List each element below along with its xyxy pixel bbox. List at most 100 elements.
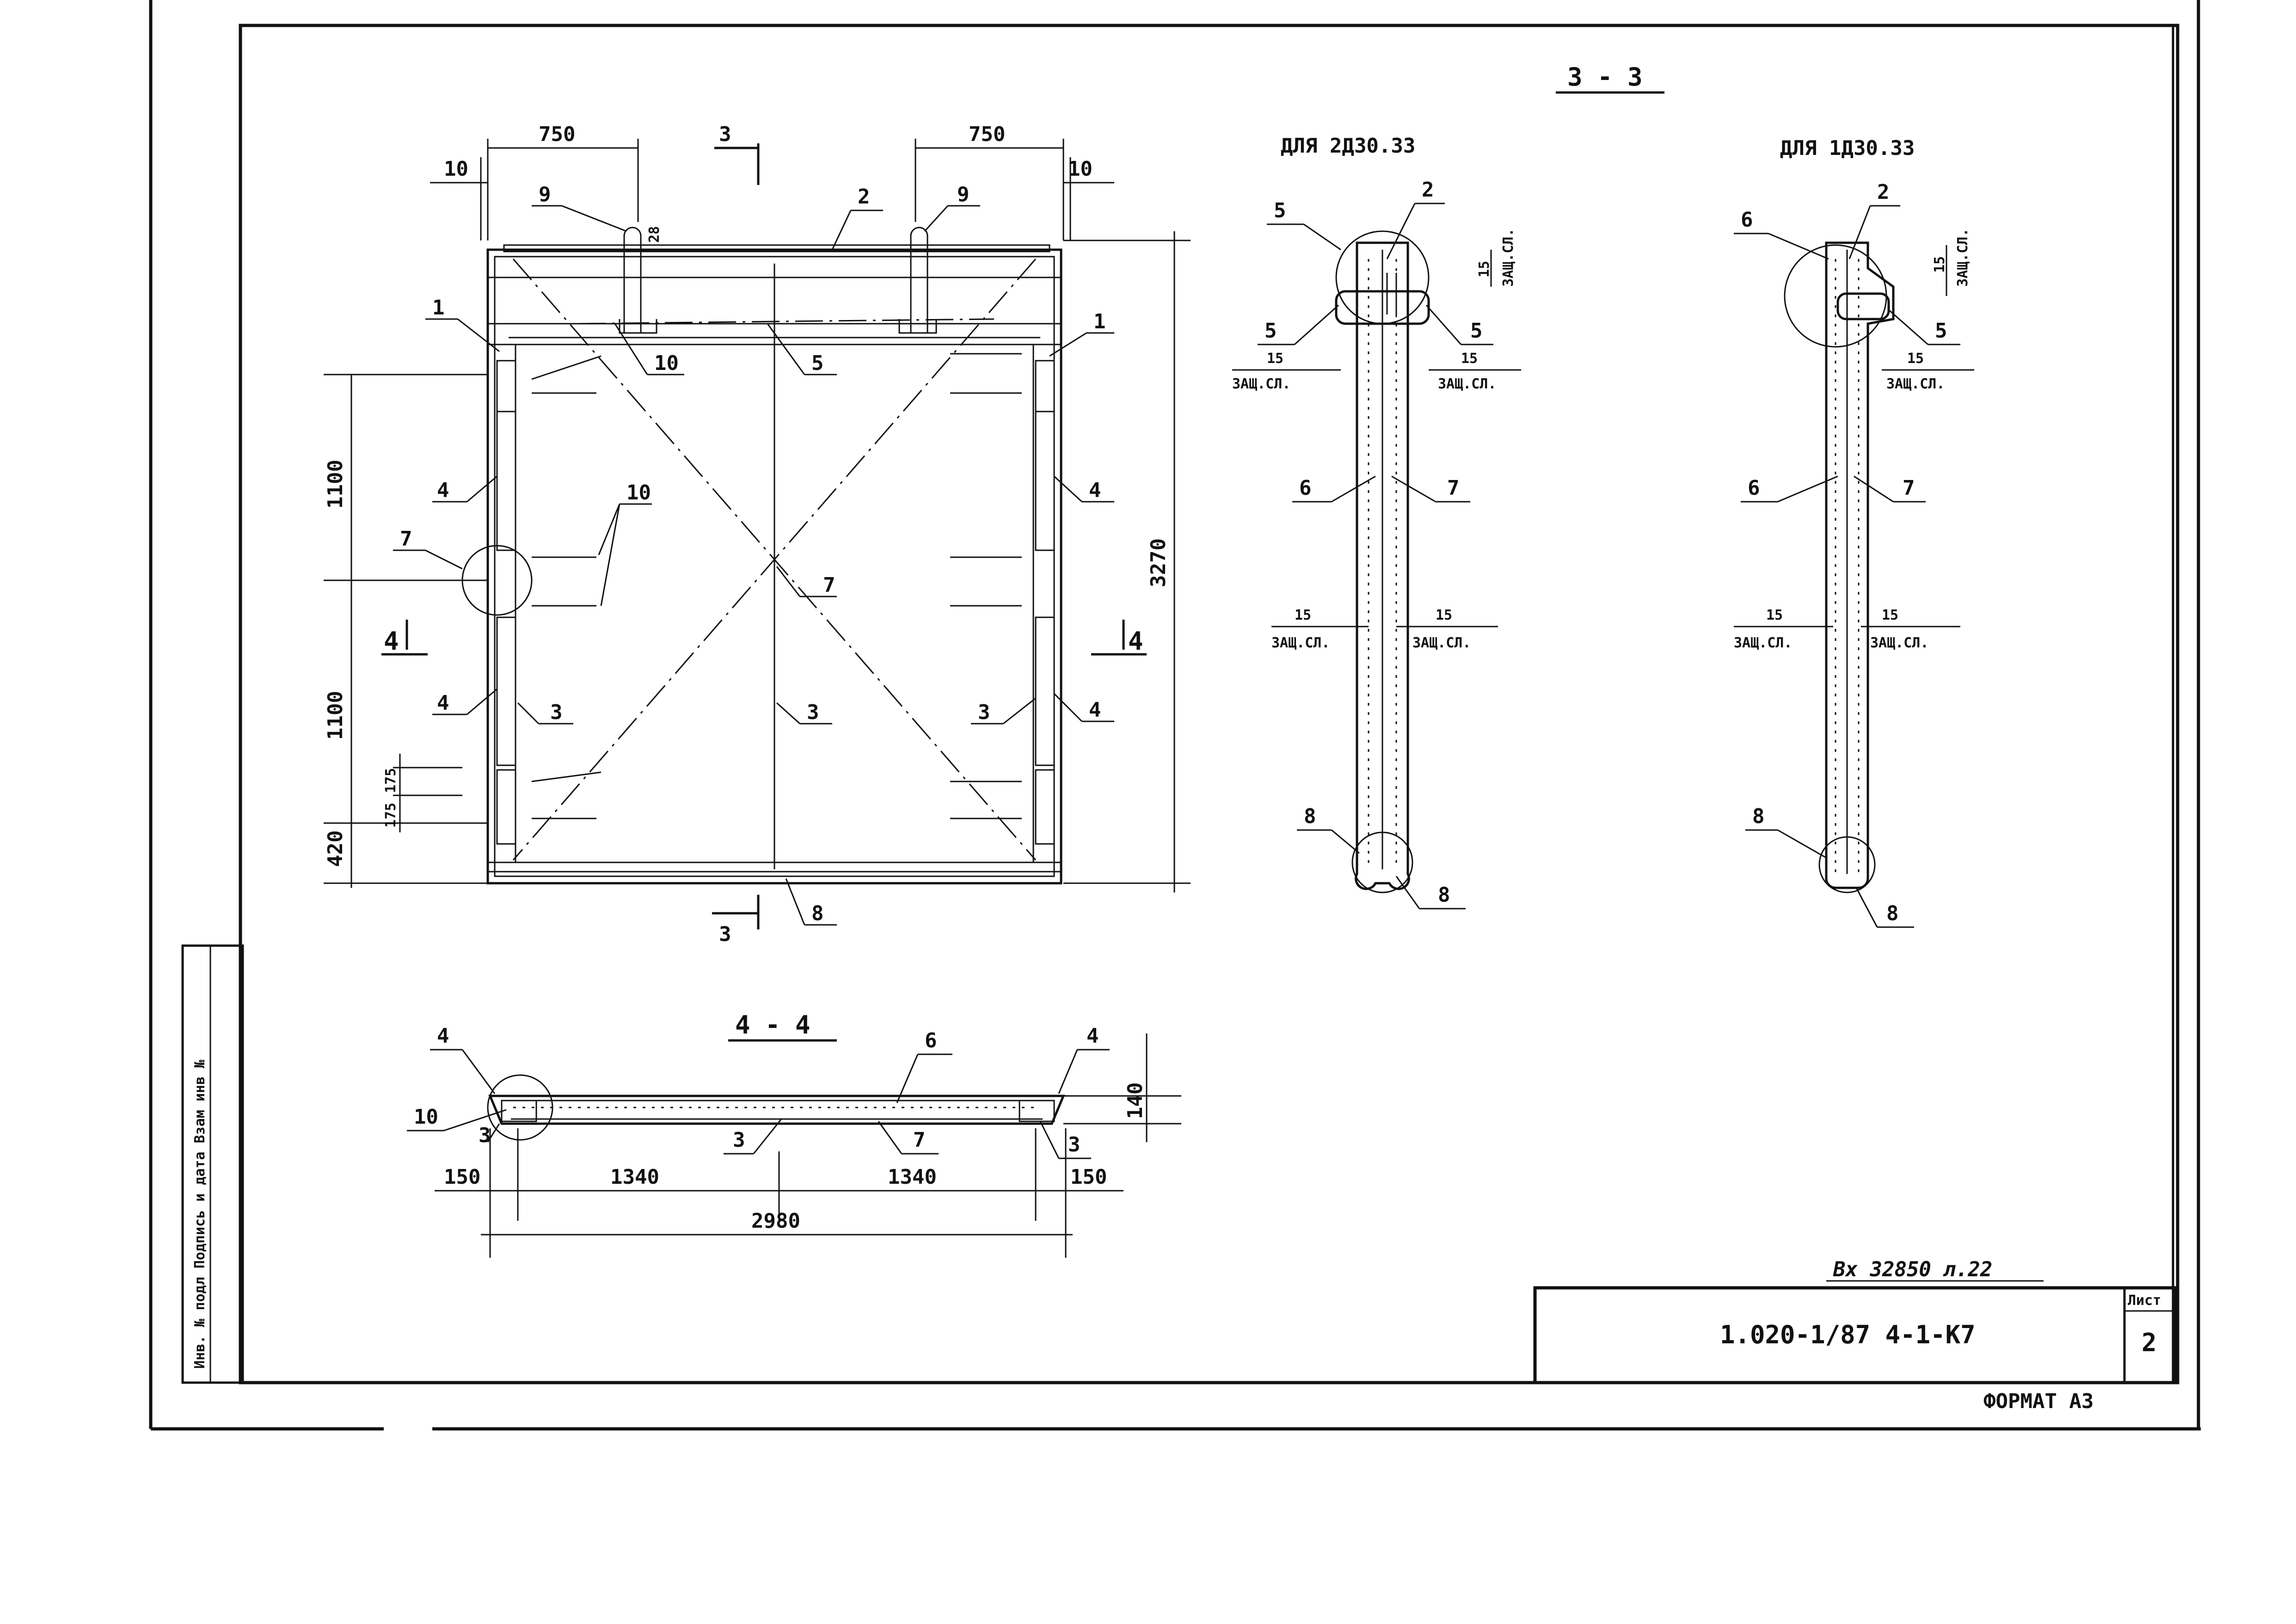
section-33-bottom: 3: [719, 923, 731, 946]
callout-1-left: 1: [432, 296, 445, 320]
format-label: ФОРМАТ АЗ: [1983, 1390, 2093, 1413]
callout-l5a: 5: [1274, 199, 1286, 222]
callout-7-center: 7: [823, 573, 835, 597]
cover-r-mid-right-val: 15: [1882, 607, 1898, 623]
callout-r7: 7: [1903, 476, 1915, 500]
dim-150-left: 150: [444, 1165, 480, 1189]
callout-5: 5: [811, 351, 824, 375]
callout-4-b: 4: [1089, 479, 1101, 502]
anchor-marks: [531, 353, 1022, 819]
side-stamp-text: Инв. № подл Подпись и дата Взам инв №: [192, 1059, 208, 1369]
cover-l-left-val: 15: [1267, 351, 1283, 367]
callout-r6b: 6: [1748, 476, 1760, 500]
callout-l5b: 5: [1265, 319, 1277, 343]
dim-2980: 2980: [751, 1209, 800, 1233]
callout-l7: 7: [1447, 476, 1460, 500]
dim-175a: 175: [383, 768, 399, 793]
dim-150-right: 150: [1070, 1165, 1107, 1189]
profile-1d3033: [1784, 241, 1895, 893]
cover-l-mid-right-lbl: ЗАЩ.СЛ.: [1412, 635, 1471, 651]
dim-420: 420: [324, 830, 347, 867]
title-block: 1.020-1/87 4-1-К7 Лист 2 Вх 32850 л.22: [1533, 1258, 2177, 1384]
dim-10-right: 10: [1068, 157, 1093, 181]
callout-44-4-left: 4: [437, 1024, 449, 1048]
cover-l-mid-right-val: 15: [1436, 607, 1452, 623]
dim-1340-left: 1340: [610, 1165, 659, 1189]
callout-10-a: 10: [654, 351, 679, 375]
dim-1100-bottom: 1100: [324, 691, 347, 740]
side-stamp: Инв. № подл Подпись и дата Взам инв №: [181, 944, 244, 1384]
cover-l-right-val: 15: [1461, 351, 1478, 367]
profile-2d3033: [1335, 230, 1430, 893]
dim-750-left: 750: [539, 123, 575, 146]
cover-l-right-lbl: ЗАЩ.СЛ.: [1438, 376, 1496, 392]
doc-code: 1.020-1/87 4-1-К7: [1720, 1320, 1976, 1349]
elevation-callouts: 1 1 2 9 9 10 10 5 4 4 4 4 7 7: [393, 183, 1114, 926]
cover-l-top-label: ЗАЩ.СЛ.: [1500, 228, 1516, 287]
callout-44-3a: 3: [479, 1124, 491, 1147]
callout-r6a: 6: [1741, 208, 1753, 232]
callout-r8a: 8: [1752, 805, 1765, 828]
callout-44-6: 6: [925, 1029, 937, 1052]
cover-r-mid-left-val: 15: [1766, 607, 1783, 623]
section-3-title: 3 - 3: [1567, 62, 1643, 92]
section-4-title: 4 - 4: [735, 1010, 810, 1040]
cover-r-top-label: ЗАЩ.СЛ.: [1955, 228, 1971, 287]
callout-1-right: 1: [1093, 310, 1106, 333]
callout-44-3b: 3: [733, 1128, 745, 1152]
callout-l5c: 5: [1470, 319, 1483, 343]
callout-44-3c: 3: [1068, 1133, 1080, 1156]
callout-44-10: 10: [414, 1105, 438, 1129]
callout-7-left: 7: [400, 527, 412, 551]
callout-r5: 5: [1935, 319, 1947, 343]
callout-8: 8: [811, 902, 824, 925]
callout-3-a: 3: [550, 701, 563, 724]
cover-r-right-lbl: ЗАЩ.СЛ.: [1886, 376, 1945, 392]
callout-4-c: 4: [437, 691, 449, 715]
callout-3-c: 3: [978, 701, 990, 724]
cover-l-left-lbl: ЗАЩ.СЛ.: [1232, 376, 1290, 392]
dim-28: 28: [646, 226, 663, 243]
cover-r-mid-left-lbl: ЗАЩ.СЛ.: [1734, 635, 1792, 651]
cover-l-mid-left-lbl: ЗАЩ.СЛ.: [1271, 635, 1330, 651]
callout-r2: 2: [1877, 180, 1890, 204]
inventory-note: Вх 32850 л.22: [1833, 1258, 1992, 1281]
callout-l8a: 8: [1304, 805, 1316, 828]
dim-750-right: 750: [969, 123, 1005, 146]
callout-l8b: 8: [1438, 883, 1450, 907]
dim-3270: 3270: [1147, 538, 1170, 587]
sheet-number: 2: [2142, 1328, 2157, 1357]
callout-l6: 6: [1299, 476, 1312, 500]
dim-1340-right: 1340: [888, 1165, 937, 1189]
door-elevation: 750 750 10 10 28 3270 1100 1100 420 175 …: [324, 123, 1191, 946]
callout-44-4-right: 4: [1087, 1024, 1099, 1048]
sheet-header: Лист: [2128, 1292, 2161, 1309]
callout-44-7: 7: [913, 1128, 926, 1152]
callout-3-b: 3: [807, 701, 819, 724]
callout-9-right: 9: [957, 183, 970, 206]
cover-r-top: 15: [1932, 256, 1948, 273]
callout-9-left: 9: [539, 183, 551, 206]
section-33-top: 3: [719, 123, 731, 146]
cover-l-mid-left-val: 15: [1295, 607, 1311, 623]
callout-2: 2: [858, 185, 870, 209]
dim-1100-top: 1100: [324, 460, 347, 509]
section-44-right: 4: [1128, 627, 1143, 656]
cover-l-top: 15: [1476, 261, 1492, 277]
section-3-left-caption: ДЛЯ 2Д30.33: [1281, 134, 1415, 158]
section-3-right-caption: ДЛЯ 1Д30.33: [1780, 136, 1915, 160]
dim-140: 140: [1123, 1083, 1147, 1119]
callout-10-b: 10: [626, 481, 651, 504]
cover-r-mid-right-lbl: ЗАЩ.СЛ.: [1870, 635, 1928, 651]
callout-r8b: 8: [1886, 902, 1899, 925]
section-3-3: 3 - 3 ДЛЯ 2Д30.33 ДЛЯ 1Д30.33 5 2 5 5 15…: [1232, 62, 1974, 928]
dim-10-left: 10: [444, 157, 468, 181]
section-4-4: 4 - 4 4 4 6 10 3 3 7 3 140: [407, 1010, 1181, 1258]
callout-4-d: 4: [1089, 698, 1101, 722]
cover-r-right-val: 15: [1907, 351, 1924, 367]
section-44-left: 4: [384, 627, 399, 656]
callout-l2: 2: [1422, 178, 1434, 202]
dim-175b: 175: [383, 803, 399, 828]
callout-4-a: 4: [437, 479, 449, 502]
